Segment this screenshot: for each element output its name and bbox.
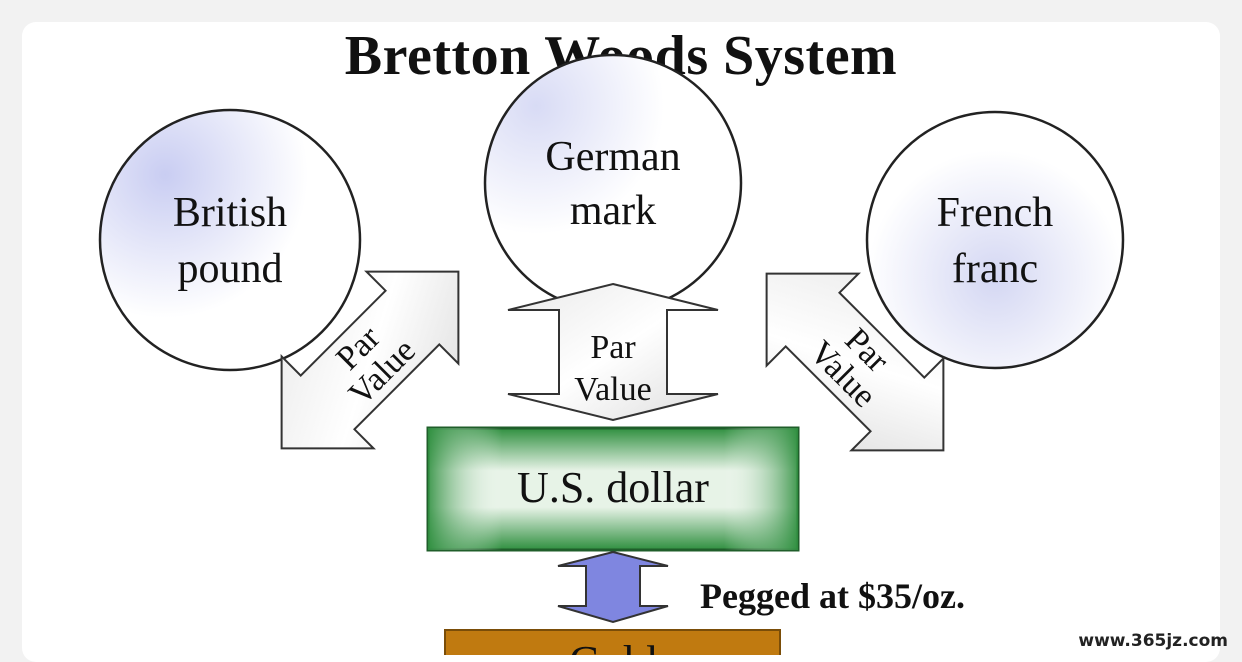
british-pound-line2: pound — [178, 246, 283, 292]
watermark: www.365jz.com — [1078, 631, 1228, 651]
par-value-center-line2: Value — [574, 371, 651, 408]
peg-arrow — [558, 552, 668, 622]
french-franc-line1: French — [937, 190, 1054, 236]
gold-label: Gold — [569, 637, 657, 655]
gold-box: Gold — [445, 630, 780, 655]
german-mark-line1: German — [545, 134, 680, 180]
par-value-center-line1: Par — [590, 329, 636, 366]
us-dollar-label: U.S. dollar — [517, 463, 709, 512]
french-franc-node: French franc — [867, 112, 1123, 368]
peg-label: Pegged at $35/oz. — [700, 576, 965, 616]
french-franc-line2: franc — [952, 246, 1038, 292]
german-mark-node: German mark — [485, 55, 741, 311]
british-pound-node: British pound — [100, 110, 360, 370]
german-mark-line2: mark — [570, 188, 656, 234]
british-pound-line1: British — [173, 190, 287, 236]
par-value-arrow-center: Par Value — [508, 284, 718, 420]
us-dollar-box: U.S. dollar — [428, 428, 798, 550]
